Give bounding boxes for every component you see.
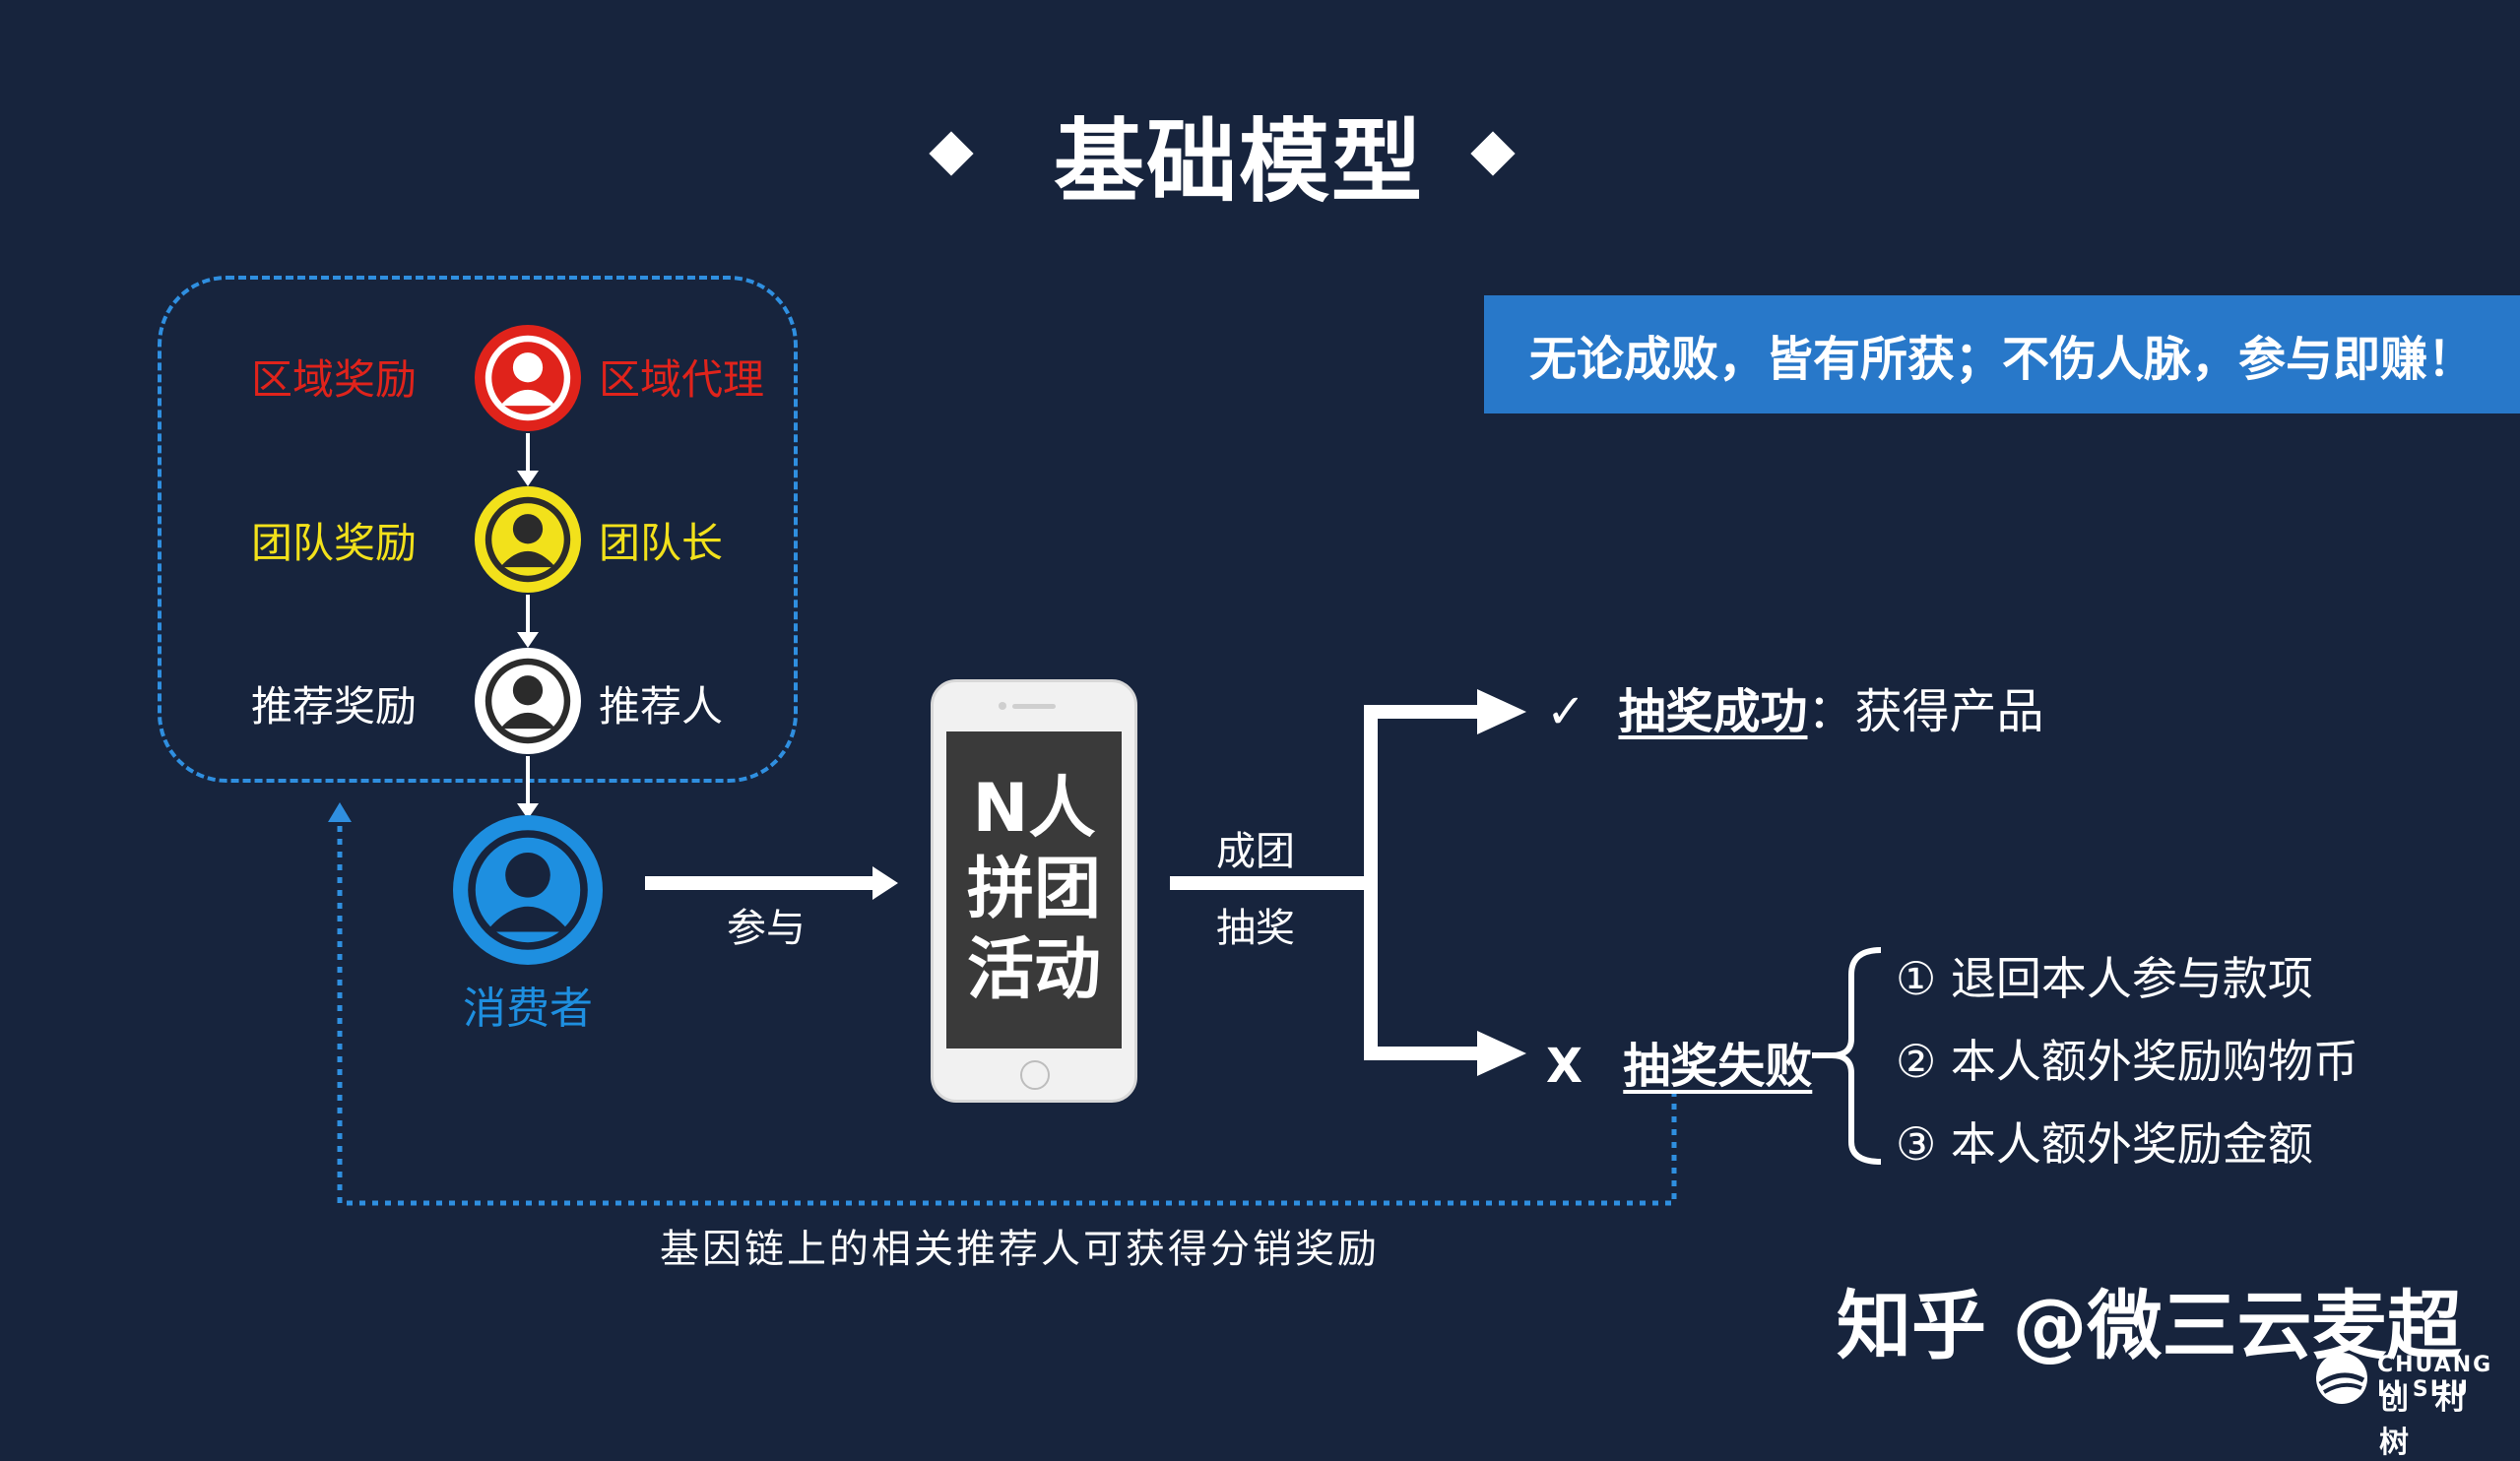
flow-connectors — [328, 689, 1882, 1206]
brand-logo-icon — [2314, 1351, 2369, 1406]
hierarchy-box — [158, 276, 798, 783]
slogan-text: 无论成败，皆有所获；不伤人脉，参与即赚！ — [1528, 332, 2475, 387]
team-reward-label: 团队奖励 — [251, 519, 418, 567]
arrow-region-to-team — [517, 433, 539, 486]
success-detail: 获得产品 — [1854, 684, 2044, 739]
phone-graphic: N人 拼团 活动 — [931, 679, 1137, 1103]
region-reward-label: 区域奖励 — [251, 355, 418, 404]
phone-home-button-icon — [1020, 1060, 1050, 1090]
failure-item-1: ① 退回本人参与款项 — [1896, 952, 2313, 1005]
recommender-avatar-icon — [475, 648, 581, 754]
success-result: ✓ 抽奖成功：获得产品 — [1546, 672, 2044, 741]
phone-screen: N人 拼团 活动 — [946, 731, 1122, 1048]
team-leader-avatar-icon — [475, 486, 581, 593]
group-label-formed: 成团 — [1216, 829, 1295, 874]
phone-camera-icon — [999, 702, 1006, 710]
slogan-banner: 无论成败，皆有所获；不伤人脉，参与即赚！ — [1484, 295, 2520, 413]
failure-item-2: ② 本人额外奖励购物币 — [1896, 1035, 2358, 1088]
failure-item-3: ③ 本人额外奖励金额 — [1896, 1117, 2313, 1171]
brand-name-en: CHUANG LI SHU — [2377, 1353, 2493, 1402]
recommender-label: 推荐人 — [599, 682, 724, 730]
arrow-team-to-recommender — [517, 595, 539, 648]
bottom-note: 基因链上的相关推荐人可获得分销奖励 — [660, 1227, 1380, 1272]
failure-label: 抽奖失败 — [1623, 1039, 1813, 1094]
failure-result: X 抽奖失败 — [1546, 1027, 1812, 1096]
consumer-avatar-icon — [453, 815, 603, 965]
success-label: 抽奖成功 — [1618, 684, 1808, 739]
phone-line-3: 活动 — [966, 931, 1101, 1009]
phone-line-2: 拼团 — [966, 851, 1101, 928]
title-row: 基础模型 — [0, 79, 2520, 217]
region-agent-label: 区域代理 — [599, 355, 765, 404]
brand-name-cn: 创 利 树 — [2379, 1382, 2473, 1460]
consumer-label: 消费者 — [463, 984, 593, 1034]
region-agent-avatar-icon — [475, 325, 581, 431]
phone-speaker-icon — [1012, 704, 1056, 709]
cross-icon: X — [1546, 1039, 1583, 1094]
phone-text: N人 拼团 活动 — [946, 731, 1122, 1048]
team-leader-label: 团队长 — [599, 519, 724, 567]
group-label-draw: 抽奖 — [1216, 906, 1295, 951]
recommender-reward-label: 推荐奖励 — [251, 682, 418, 730]
page-title: 基础模型 — [1054, 109, 1425, 215]
phone-line-1: N人 — [972, 770, 1096, 848]
check-icon: ✓ — [1546, 684, 1586, 739]
watermark-text: 知乎 @微三云麦超 — [1837, 1282, 2462, 1369]
participate-label: 参与 — [727, 906, 806, 951]
success-separator: ： — [1807, 684, 1855, 739]
